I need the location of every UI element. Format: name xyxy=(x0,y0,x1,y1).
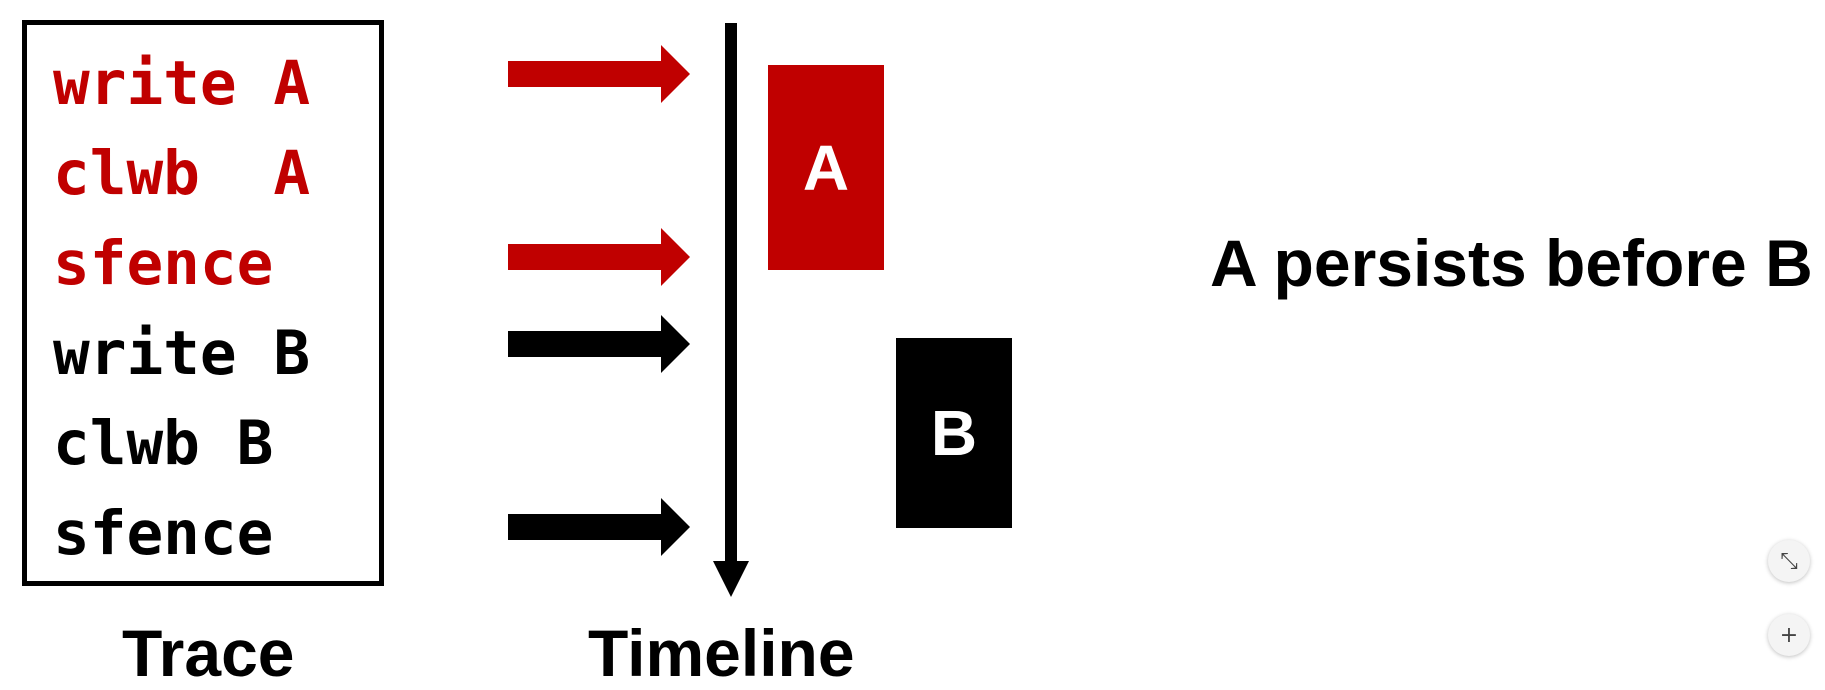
timeline-arrow-3 xyxy=(508,315,690,373)
timeline-arrow-1 xyxy=(508,45,690,103)
zoom-in-button[interactable]: + xyxy=(1768,614,1810,656)
persist-block-a: A xyxy=(768,65,884,270)
timeline-arrow-2 xyxy=(508,228,690,286)
trace-line-sfence-a: sfence xyxy=(53,228,274,299)
persist-block-b: B xyxy=(896,338,1012,528)
trace-line-clwb-b: clwb B xyxy=(53,408,274,479)
timeline-axis xyxy=(713,23,749,597)
timeline-caption: Timeline xyxy=(588,616,855,690)
conclusion-text: A persists before B xyxy=(1210,226,1813,300)
trace-line-write-a: write A xyxy=(53,48,311,119)
trace-caption: Trace xyxy=(122,616,295,690)
timeline-arrow-4 xyxy=(508,498,690,556)
collapse-button[interactable]: ⤡ xyxy=(1768,540,1810,582)
plus-icon: + xyxy=(1779,622,1799,648)
trace-line-clwb-a: clwb A xyxy=(53,138,311,209)
trace-line-sfence-b: sfence xyxy=(53,498,274,569)
trace-line-write-b: write B xyxy=(53,318,311,389)
collapse-icon: ⤡ xyxy=(1780,548,1798,574)
trace-box: write A clwb A sfence write B clwb B sfe… xyxy=(22,20,384,586)
